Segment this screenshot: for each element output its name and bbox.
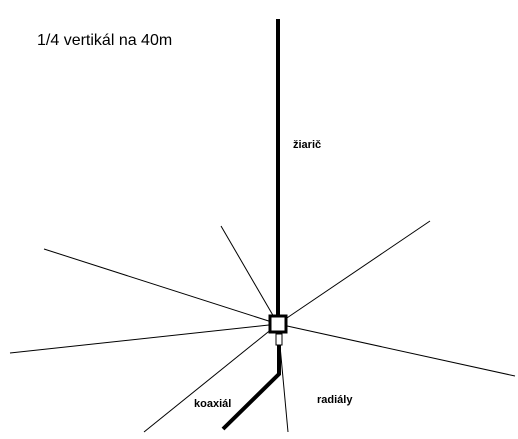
radial-2 [220,225,279,325]
coax-label: koaxiál [194,398,231,410]
radial-4 [9,323,279,354]
diagram-title: 1/4 vertikál na 40m [37,32,172,49]
coax-connector [275,333,283,346]
radial-6 [143,323,279,433]
radial-3 [277,220,431,325]
radials [9,220,516,433]
radials-label: radiály [317,394,353,406]
radiator-label: žiarič [293,139,321,151]
radial-5 [277,323,516,377]
radial-1 [43,248,279,325]
feedpoint-box [268,314,288,334]
coax-feedline [221,344,281,431]
